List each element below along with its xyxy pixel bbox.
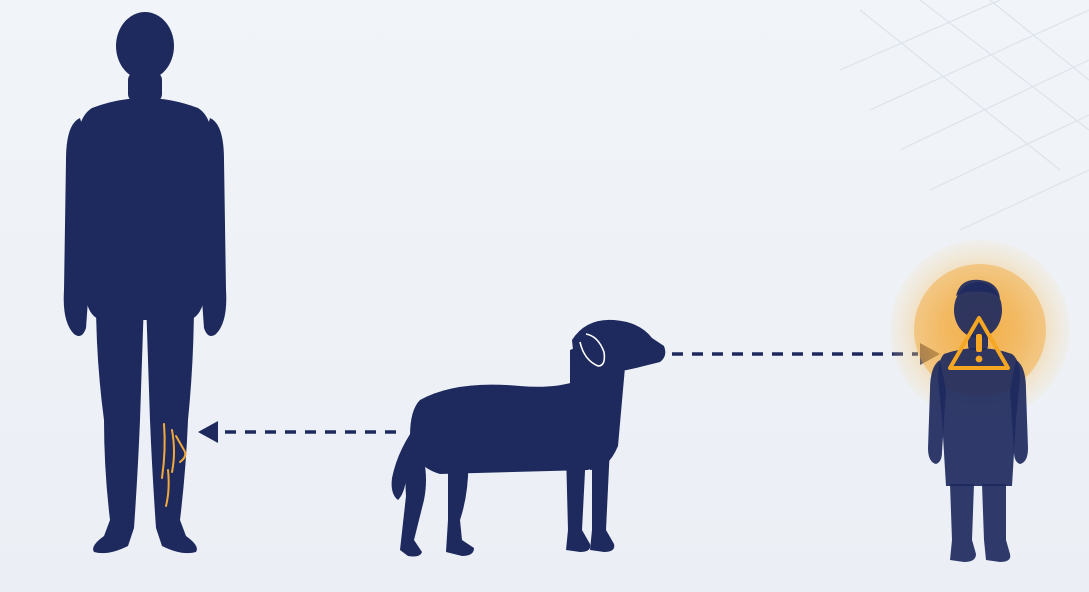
dog-silhouette-icon <box>391 319 666 557</box>
background-grid <box>839 0 1089 231</box>
scratch-marks-icon <box>161 423 187 507</box>
dog-ear-outline <box>579 333 606 367</box>
warning-triangle-icon <box>948 316 1010 370</box>
child-silhouette-icon <box>928 279 1028 562</box>
adult-person-silhouette-icon <box>63 12 227 554</box>
arrow-dog-to-adult <box>198 421 396 443</box>
